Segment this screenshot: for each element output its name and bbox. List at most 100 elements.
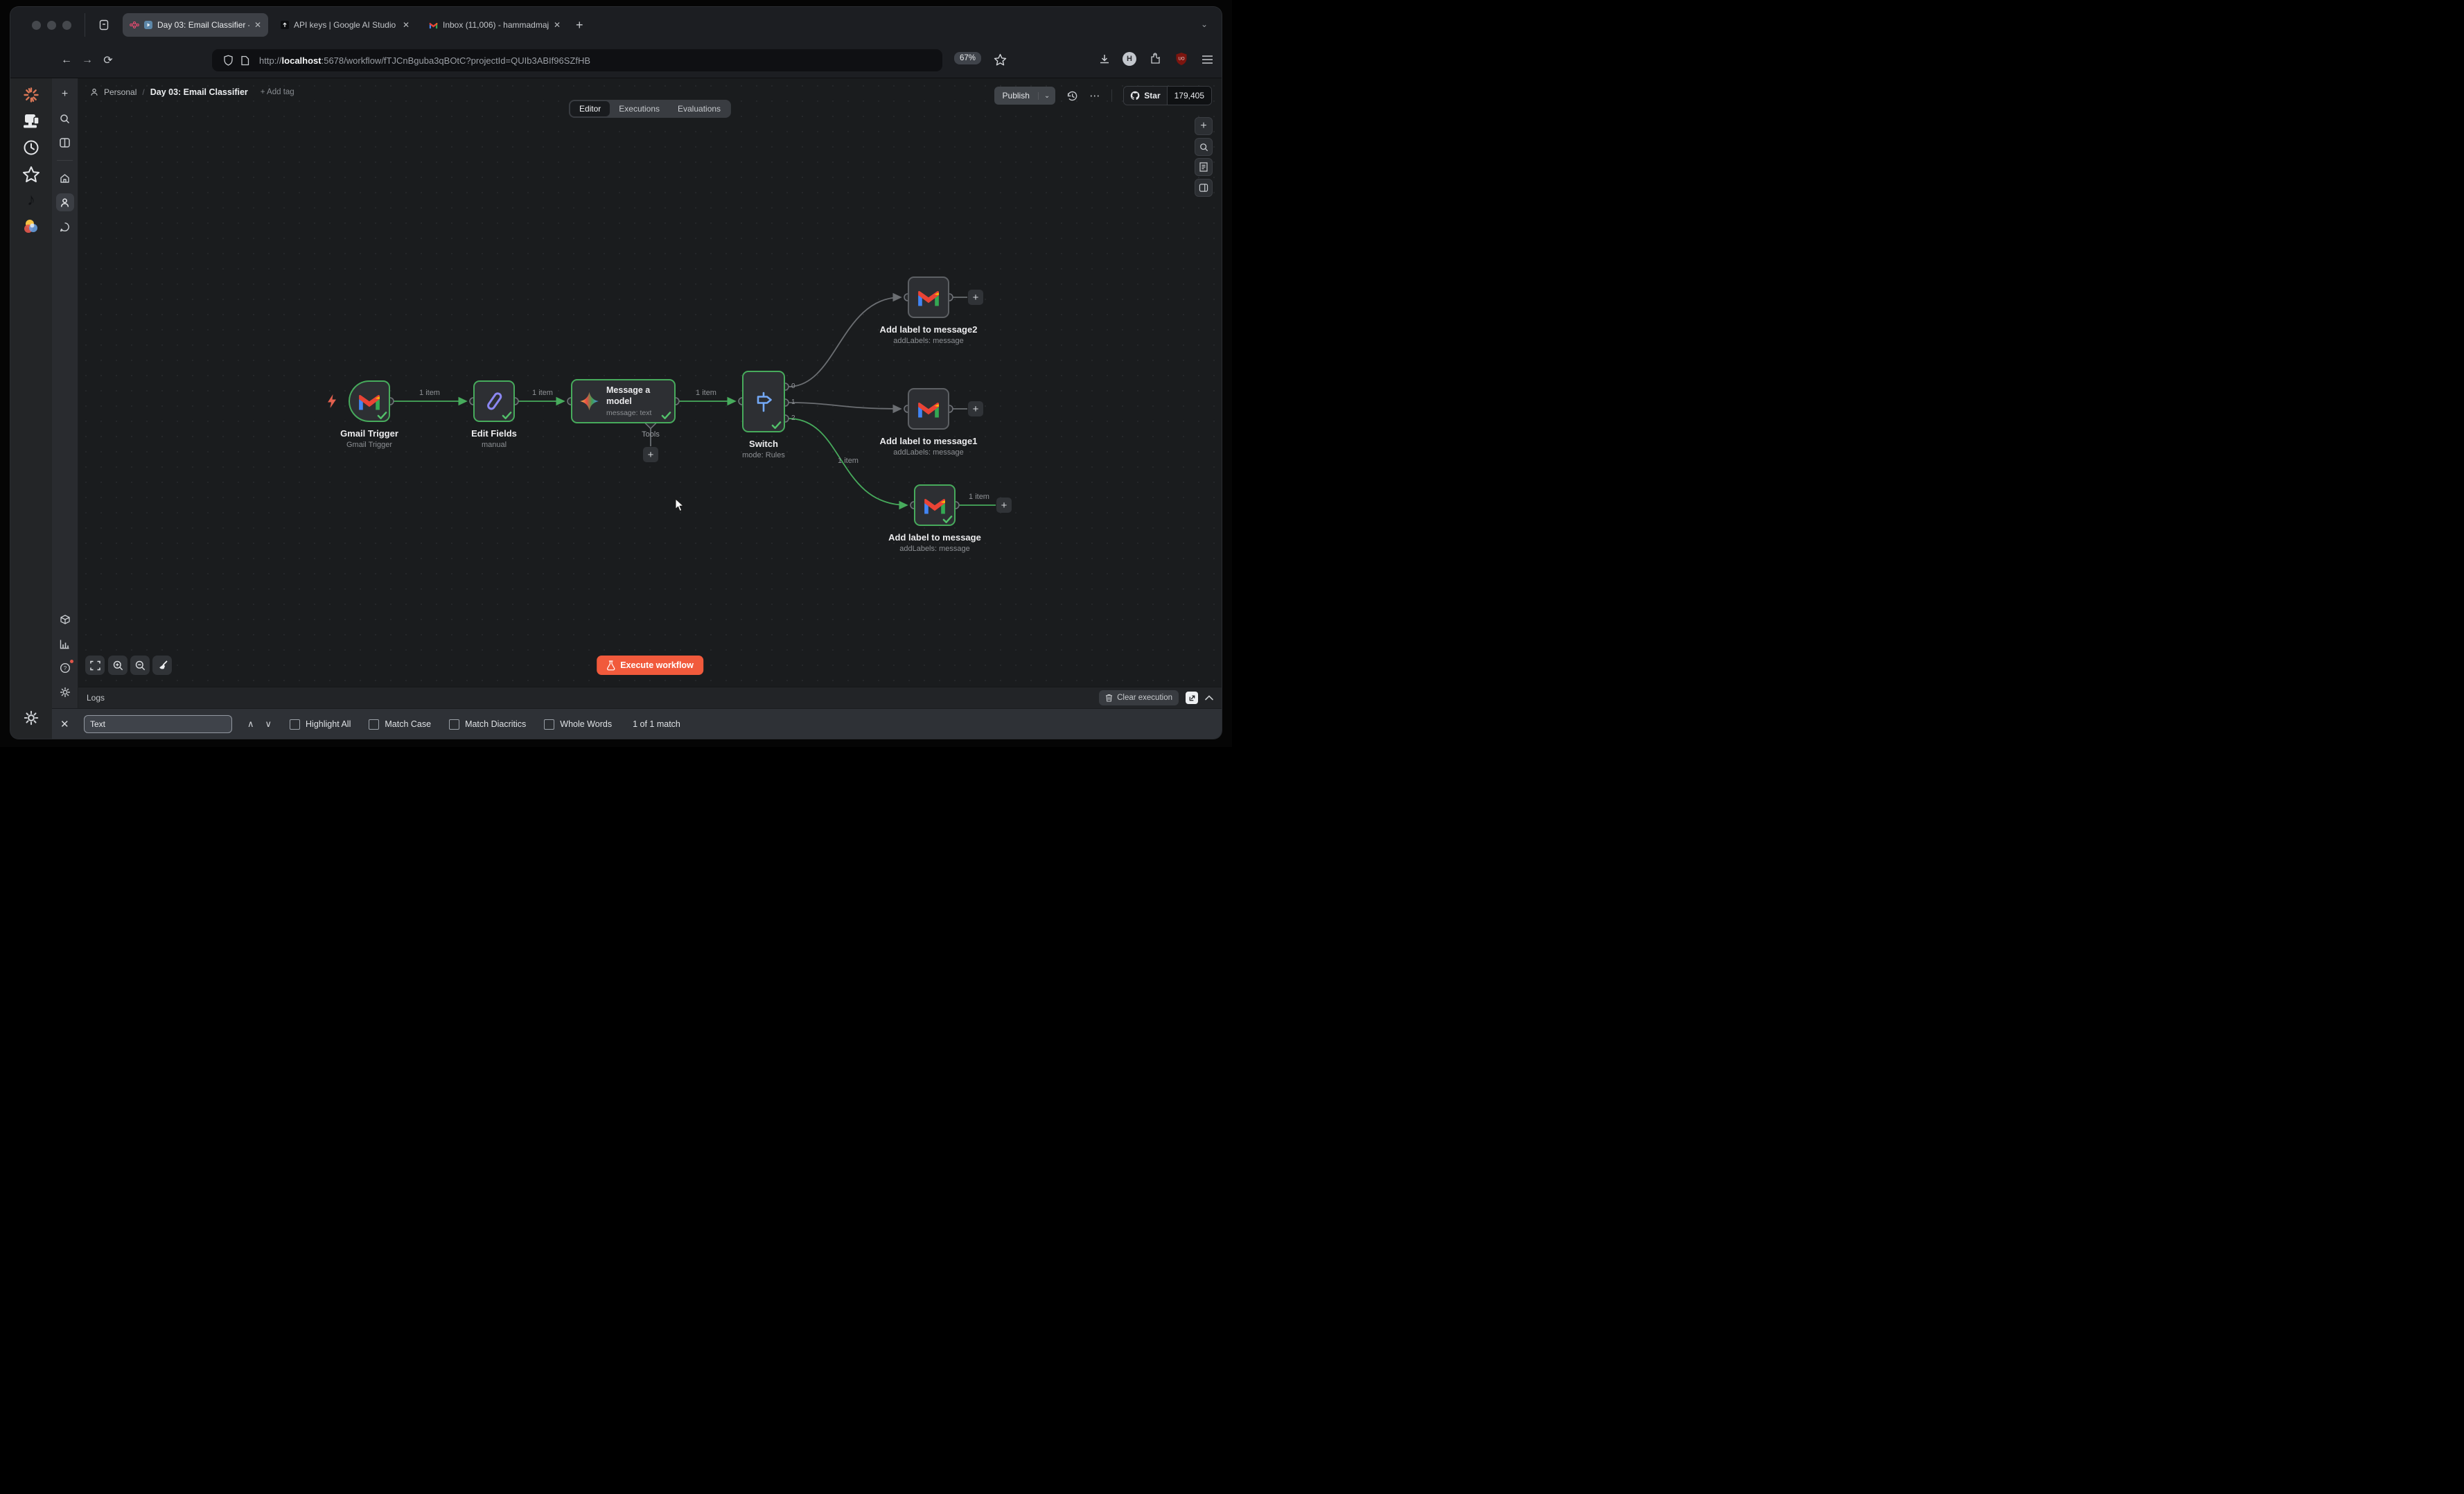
tab-close-icon[interactable]: ✕	[554, 20, 561, 30]
execute-workflow-button[interactable]: Execute workflow	[597, 656, 703, 675]
clear-execution-button[interactable]: Clear execution	[1099, 690, 1179, 705]
node-edit-fields[interactable]	[473, 380, 515, 422]
app-dock-strip: ♪	[10, 78, 52, 739]
page-info-icon[interactable]	[240, 55, 249, 66]
n8n-icon	[130, 21, 139, 29]
highlight-all-checkbox[interactable]	[290, 719, 300, 730]
n8n-settings-gear-icon[interactable]	[56, 683, 74, 701]
claude-starburst-icon[interactable]	[23, 87, 39, 103]
shield-icon[interactable]	[223, 55, 234, 66]
profile-avatar[interactable]: H	[1123, 52, 1136, 66]
tab-google-ai-studio[interactable]: API keys | Google AI Studio ✕	[274, 13, 416, 37]
findbar-close-icon[interactable]: ✕	[60, 718, 76, 730]
tab-list-chevron-icon[interactable]: ⌄	[1201, 19, 1208, 29]
highlight-all-option[interactable]: Highlight All	[290, 719, 351, 730]
panel-toggle-icon[interactable]	[56, 134, 74, 152]
match-case-option[interactable]: Match Case	[369, 719, 431, 730]
node-label: Add label to message2 addLabels: message	[880, 324, 978, 345]
browser-sidebar-toggle-icon[interactable]	[95, 16, 113, 34]
settings-gear-icon[interactable]	[24, 710, 39, 726]
find-next-icon[interactable]: ∨	[265, 719, 272, 730]
gmail-icon	[923, 496, 947, 515]
find-previous-icon[interactable]: ∧	[247, 719, 254, 730]
node-message-a-model[interactable]: Message a model message: text	[571, 379, 676, 423]
node-switch[interactable]	[742, 371, 785, 432]
tab-title: Inbox (11,006) - hammadmajeed	[443, 20, 549, 30]
insights-chart-icon[interactable]	[56, 635, 74, 653]
flask-icon	[606, 660, 615, 671]
tab-n8n-workflow[interactable]: Day 03: Email Classifier - n8n ✕	[123, 13, 268, 37]
tab-gmail-inbox[interactable]: Inbox (11,006) - hammadmajeed ✕	[422, 13, 567, 37]
add-tool-button[interactable]: +	[643, 447, 658, 462]
match-case-checkbox[interactable]	[369, 719, 379, 730]
screen: Day 03: Email Classifier - n8n ✕ API key…	[0, 0, 1232, 747]
success-check-icon	[661, 411, 671, 420]
zoom-level-badge[interactable]: 67%	[954, 52, 981, 64]
node-label: Gmail Trigger Gmail Trigger	[340, 428, 398, 449]
ublock-icon[interactable]: UO	[1175, 52, 1188, 66]
zoom-out-button[interactable]	[130, 656, 150, 675]
item-count-label: 1 item	[419, 389, 440, 397]
expand-logs-chevron-icon[interactable]	[1205, 695, 1213, 701]
node-add-label-message[interactable]	[914, 484, 956, 526]
logs-bar[interactable]: Logs Clear execution	[78, 687, 1222, 708]
sidebar-item-personal[interactable]	[56, 193, 74, 211]
search-icon[interactable]	[56, 109, 74, 128]
computer-app-icon[interactable]	[22, 113, 40, 130]
logs-title[interactable]: Logs	[87, 693, 105, 703]
add-node-button[interactable]: +	[996, 498, 1012, 513]
extensions-puzzle-icon[interactable]	[1149, 53, 1161, 65]
match-diacritics-checkbox[interactable]	[449, 719, 459, 730]
sidebar-item-overview[interactable]	[56, 169, 74, 187]
node-label: Edit Fields manual	[471, 428, 517, 449]
bookmark-star-icon[interactable]	[994, 53, 1007, 67]
match-diacritics-option[interactable]: Match Diacritics	[449, 719, 526, 730]
browser-window: Day 03: Email Classifier - n8n ✕ API key…	[10, 7, 1222, 739]
node-add-label-message1[interactable]	[908, 388, 949, 430]
item-count-label: 1 item	[532, 389, 553, 397]
gmail-icon	[917, 400, 940, 419]
forward-button[interactable]: →	[77, 54, 98, 67]
templates-box-icon[interactable]	[56, 610, 74, 629]
tab-close-icon[interactable]: ✕	[254, 20, 261, 30]
window-maximize-button[interactable]	[62, 21, 71, 30]
connection-switch1-message1[interactable]	[789, 403, 901, 409]
new-tab-button[interactable]: +	[576, 18, 583, 33]
zoom-to-fit-button[interactable]	[85, 656, 105, 675]
workflow-canvas[interactable]: Personal / Day 03: Email Classifier + Ad…	[78, 78, 1222, 687]
trigger-bolt-icon	[326, 394, 337, 409]
tidy-up-broom-icon[interactable]	[152, 656, 172, 675]
help-icon[interactable]: ?	[56, 659, 74, 677]
browser-titlebar: Day 03: Email Classifier - n8n ✕ API key…	[10, 7, 1222, 43]
ai-studio-icon	[281, 21, 289, 29]
gemini-sparkle-icon	[579, 390, 599, 412]
add-workflow-icon[interactable]: +	[56, 85, 74, 103]
sidebar-item-chat-icon[interactable]	[56, 218, 74, 236]
whole-words-checkbox[interactable]	[544, 719, 554, 730]
success-check-icon	[942, 515, 953, 524]
clock-app-icon[interactable]	[23, 139, 39, 156]
open-logs-popout-icon[interactable]	[1186, 692, 1198, 704]
color-circles-app-icon[interactable]	[22, 218, 40, 236]
url-bar[interactable]: http://localhost:5678/workflow/fTJCnBgub…	[212, 49, 942, 71]
window-minimize-button[interactable]	[47, 21, 56, 30]
whole-words-option[interactable]: Whole Words	[544, 719, 612, 730]
find-input[interactable]	[84, 715, 232, 733]
zoom-in-button[interactable]	[108, 656, 127, 675]
add-node-button[interactable]: +	[968, 290, 983, 305]
reload-button[interactable]: ⟳	[98, 53, 118, 67]
node-add-label-message2[interactable]	[908, 276, 949, 318]
success-check-icon	[771, 421, 782, 430]
downloads-icon[interactable]	[1098, 53, 1111, 66]
add-node-button[interactable]: +	[968, 401, 983, 416]
trash-icon	[1105, 694, 1113, 702]
window-close-button[interactable]	[32, 21, 41, 30]
menu-hamburger-icon[interactable]	[1202, 55, 1213, 64]
music-note-app-icon[interactable]: ♪	[27, 193, 35, 208]
pen-icon	[484, 391, 504, 412]
back-button[interactable]: ←	[56, 54, 77, 67]
tab-close-icon[interactable]: ✕	[403, 20, 410, 30]
star-app-icon[interactable]	[22, 166, 40, 183]
node-label: Switch mode: Rules	[742, 439, 785, 459]
node-gmail-trigger[interactable]	[349, 380, 390, 422]
